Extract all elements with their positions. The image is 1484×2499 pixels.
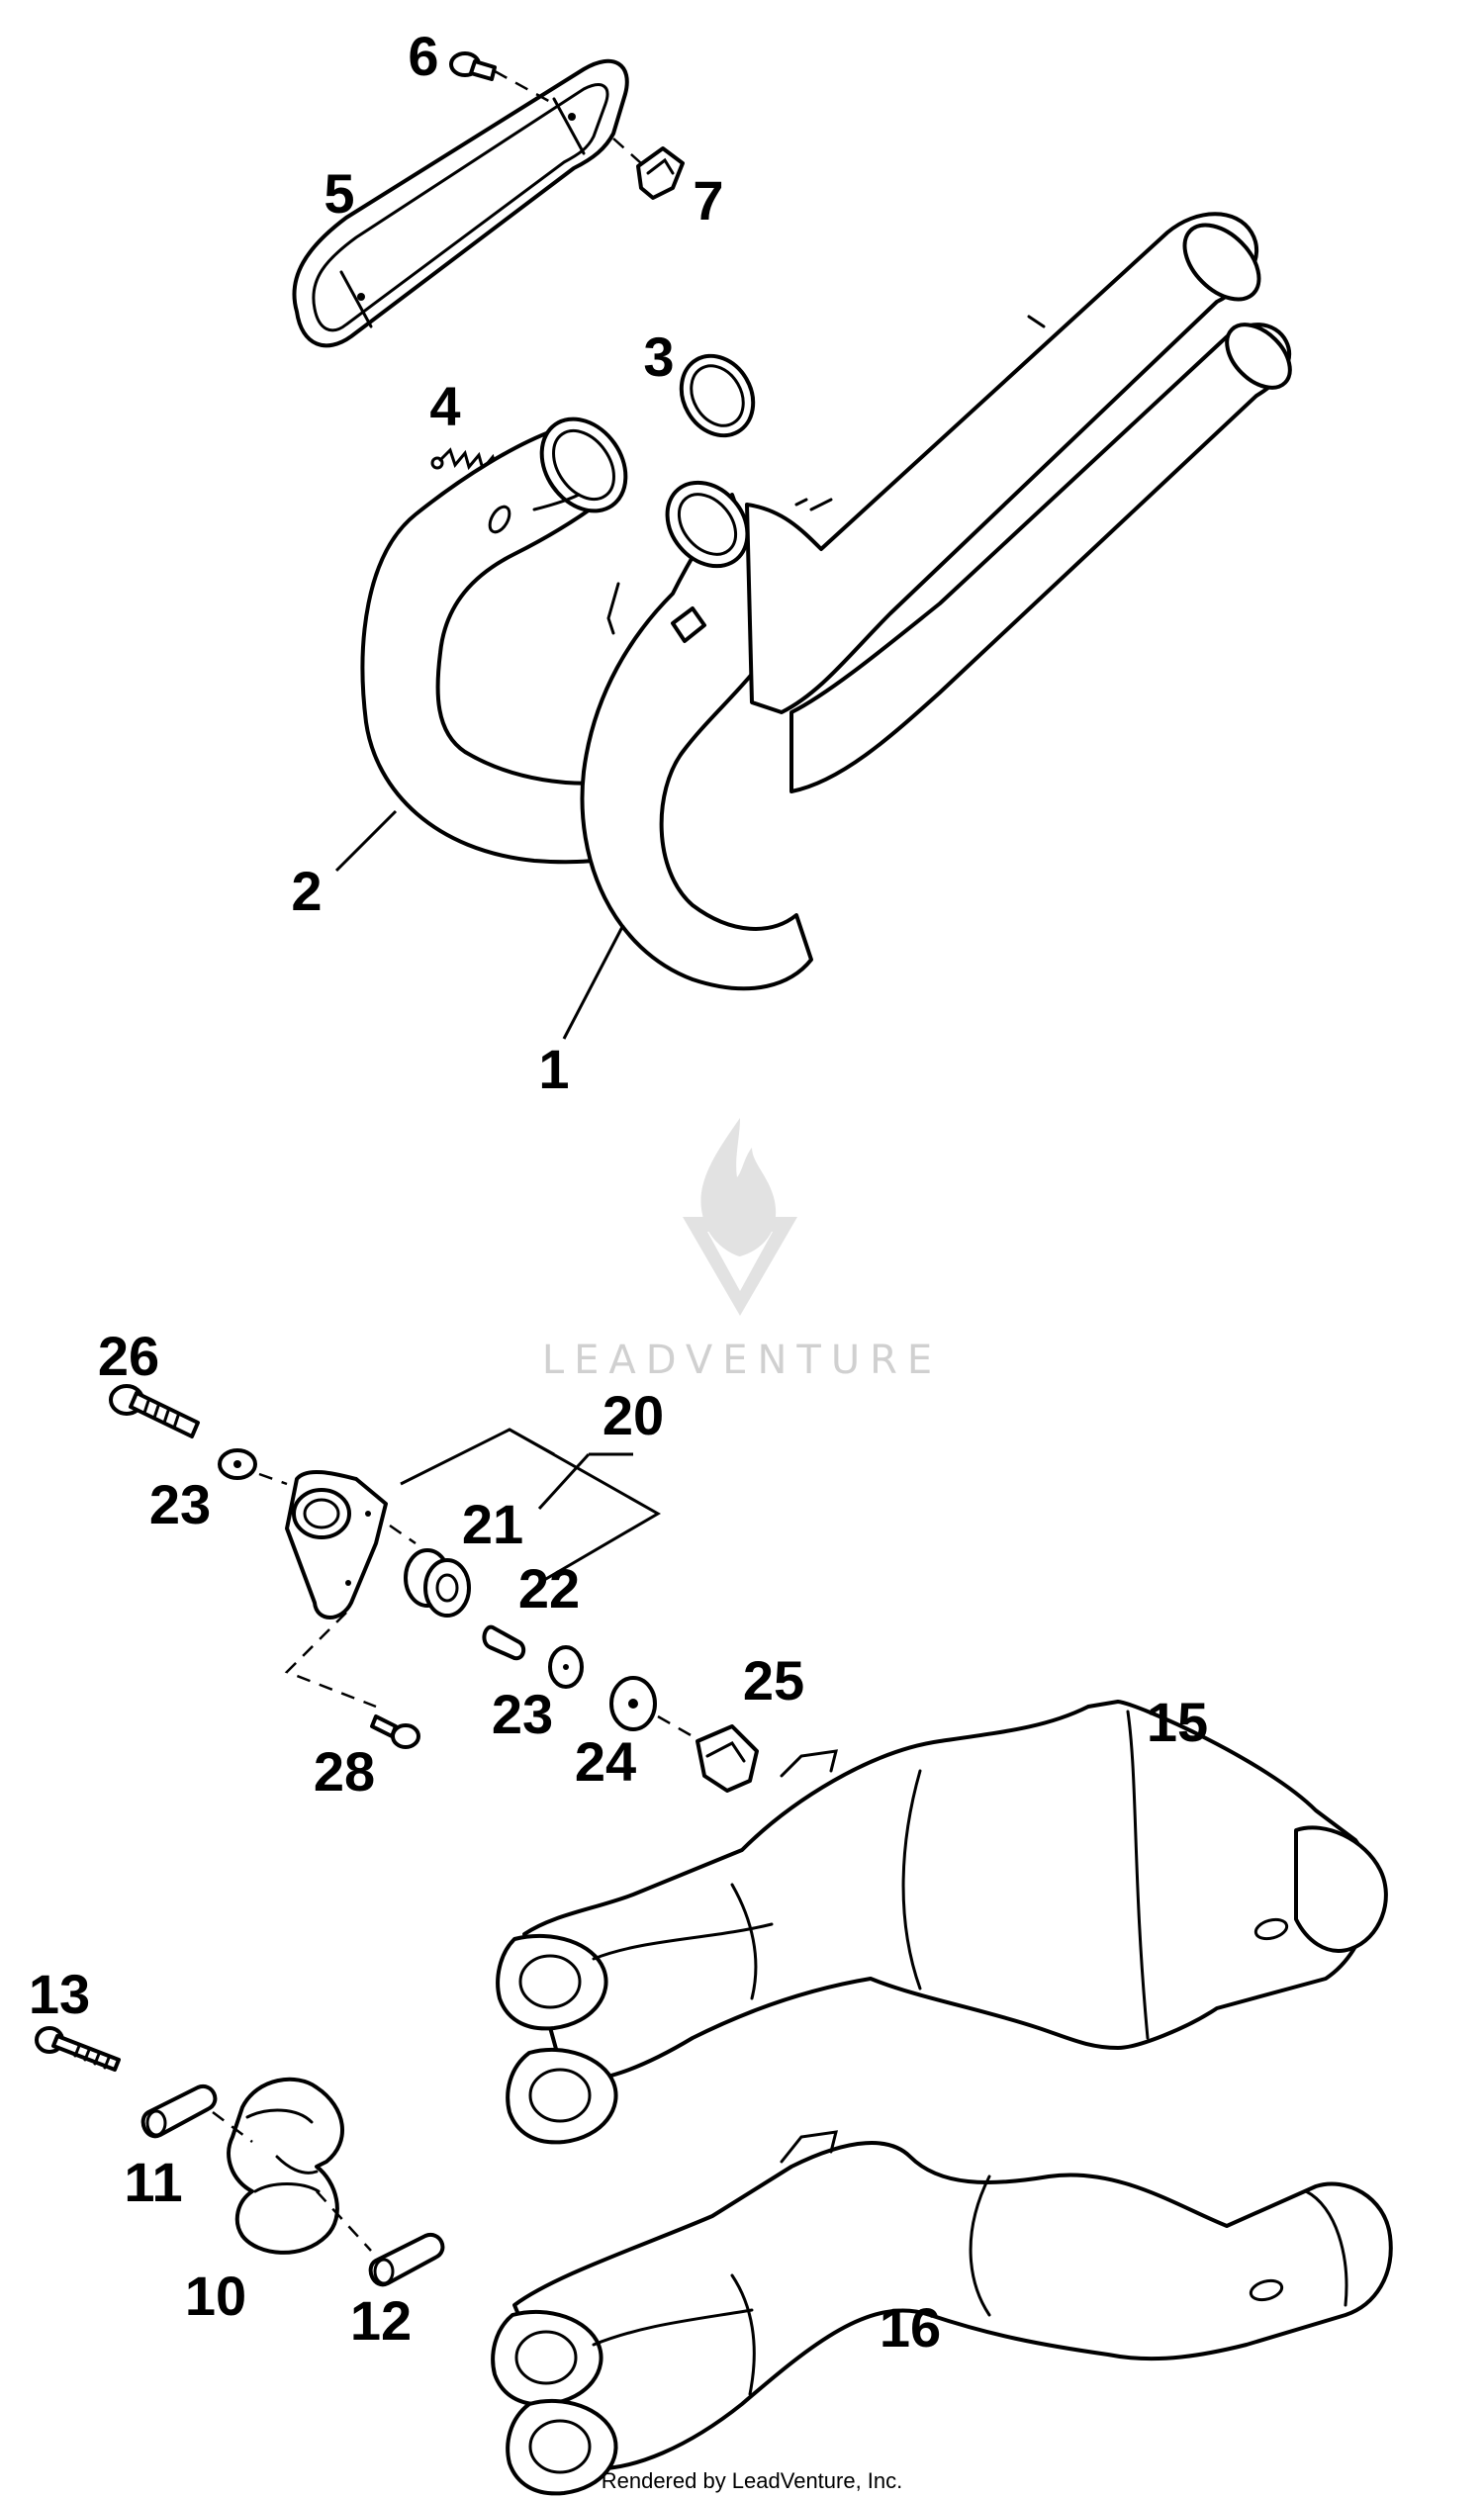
part-1-header-pipe[interactable] <box>580 211 1301 991</box>
part-15-muffler[interactable] <box>496 1700 1388 2145</box>
leadventure-watermark: LEADVENTURE <box>542 1118 942 1383</box>
part-12-pin[interactable] <box>368 2232 445 2287</box>
callout-3: 3 <box>643 325 674 388</box>
part-10-clamp[interactable] <box>227 2077 344 2255</box>
callout-23-lower: 23 <box>492 1683 553 1745</box>
callout-21: 21 <box>462 1493 523 1555</box>
callout-16: 16 <box>880 2296 941 2359</box>
part-28-screw[interactable] <box>370 1714 420 1749</box>
flame-logo-icon <box>700 1118 777 1256</box>
callout-15: 15 <box>1147 1691 1208 1753</box>
callout-1: 1 <box>538 1038 569 1100</box>
part-13-bolt[interactable] <box>35 2026 121 2072</box>
part-11-pin[interactable] <box>140 2083 218 2139</box>
callout-24: 24 <box>575 1730 636 1793</box>
callout-5: 5 <box>324 162 354 225</box>
callout-26: 26 <box>98 1325 159 1387</box>
callout-4: 4 <box>429 375 460 437</box>
callout-22: 22 <box>518 1557 580 1620</box>
part-23-washer-lower[interactable] <box>548 1645 584 1689</box>
part-5-heat-shield[interactable] <box>292 58 629 348</box>
render-credit: Rendered by LeadVenture, Inc. <box>602 2468 903 2493</box>
part-6-screw[interactable] <box>449 51 555 106</box>
callout-11: 11 <box>124 2151 182 2213</box>
callout-2: 2 <box>291 860 322 922</box>
callout-20: 20 <box>603 1384 664 1446</box>
callout-25: 25 <box>743 1649 804 1712</box>
part-3-gasket[interactable] <box>668 343 768 449</box>
v-logo-icon <box>683 1217 797 1316</box>
callout-6: 6 <box>408 25 438 87</box>
part-21-grommet[interactable] <box>404 1548 471 1618</box>
callout-13: 13 <box>29 1963 90 2025</box>
part-16-mid-pipe[interactable] <box>491 2130 1393 2496</box>
part-22-sleeve[interactable] <box>482 1624 526 1661</box>
part-25-clip-nut[interactable] <box>696 1724 759 1793</box>
part-23-washer-upper[interactable] <box>218 1448 257 1480</box>
part-20-bracket[interactable] <box>285 1470 388 1620</box>
callout-10: 10 <box>185 2265 246 2327</box>
part-24-washer[interactable] <box>609 1676 657 1731</box>
callout-12: 12 <box>350 2289 412 2352</box>
part-26-bolt[interactable] <box>109 1384 200 1438</box>
part-7-clip-nut[interactable] <box>612 138 685 200</box>
watermark-text: LEADVENTURE <box>542 1338 942 1383</box>
callout-23-upper: 23 <box>149 1473 211 1535</box>
callout-28: 28 <box>314 1740 375 1803</box>
callout-7: 7 <box>693 169 723 231</box>
